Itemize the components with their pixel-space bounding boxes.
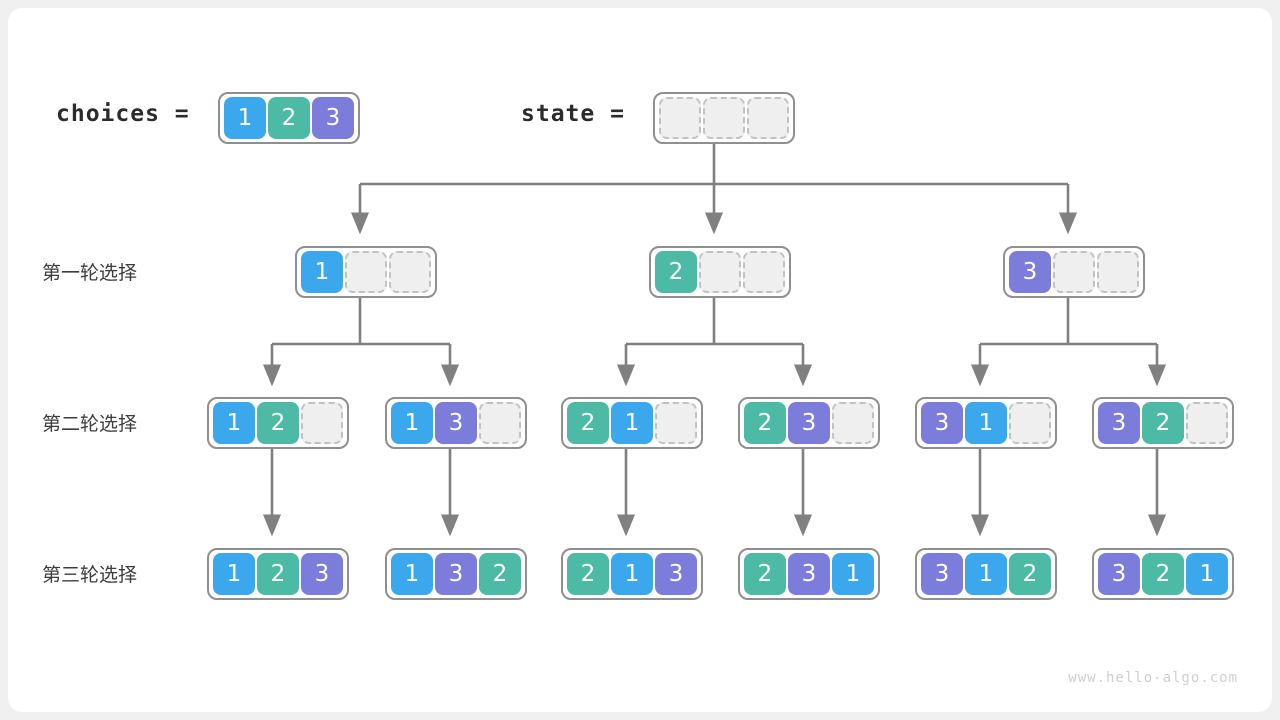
level2-node3-cell-1: 1 [611, 402, 653, 444]
level3-node5-cell-1: 1 [965, 553, 1007, 595]
level2-node2-cell-empty [479, 402, 521, 444]
node-level1-1: 1 [295, 246, 437, 298]
node-level1-2: 2 [649, 246, 791, 298]
level3-node5-cell-2: 2 [1009, 553, 1051, 595]
level2-node4-cell-3: 3 [788, 402, 830, 444]
level1-node3-cell-empty [1097, 251, 1139, 293]
level3-node4-cell-1: 1 [832, 553, 874, 595]
level2-node2-cell-1: 1 [391, 402, 433, 444]
row-label-round-3: 第三轮选择 [42, 564, 138, 586]
level2-node1-cell-empty [301, 402, 343, 444]
watermark: www.hello-algo.com [1068, 670, 1238, 686]
level3-node3-cell-1: 1 [611, 553, 653, 595]
choices-cell-3: 3 [312, 97, 354, 139]
level3-node6-cell-3: 3 [1098, 553, 1140, 595]
level1-node1-cell-1: 1 [301, 251, 343, 293]
state-label: state = [521, 101, 625, 127]
level3-node2-cell-1: 1 [391, 553, 433, 595]
level1-node1-cell-empty [389, 251, 431, 293]
level2-node6-cell-empty [1186, 402, 1228, 444]
row-label-round-1: 第一轮选择 [42, 262, 138, 284]
level2-node6-cell-2: 2 [1142, 402, 1184, 444]
level1-node2-cell-empty [699, 251, 741, 293]
level2-node2-cell-3: 3 [435, 402, 477, 444]
level2-node6-cell-3: 3 [1098, 402, 1140, 444]
level1-node2-cell-2: 2 [655, 251, 697, 293]
level1-node2-cell-empty [743, 251, 785, 293]
state-array [653, 92, 795, 144]
level2-node4-cell-empty [832, 402, 874, 444]
level3-node6-cell-2: 2 [1142, 553, 1184, 595]
choices-label: choices = [56, 101, 190, 127]
level2-node5-cell-empty [1009, 402, 1051, 444]
level2-node1-cell-2: 2 [257, 402, 299, 444]
level3-node5-cell-3: 3 [921, 553, 963, 595]
level3-node1-cell-1: 1 [213, 553, 255, 595]
level3-node1-cell-2: 2 [257, 553, 299, 595]
level2-node3-cell-empty [655, 402, 697, 444]
level3-node1-cell-3: 3 [301, 553, 343, 595]
level2-node5-cell-1: 1 [965, 402, 1007, 444]
choices-cell-1: 1 [224, 97, 266, 139]
state-cell-empty [747, 97, 789, 139]
level3-node2-cell-3: 3 [435, 553, 477, 595]
row-label-round-2: 第二轮选择 [42, 413, 138, 435]
level3-node3-cell-2: 2 [567, 553, 609, 595]
tree-connectors [262, 136, 1167, 537]
state-cell-empty [659, 97, 701, 139]
state-cell-empty [703, 97, 745, 139]
level3-node3-cell-3: 3 [655, 553, 697, 595]
level3-node4-cell-3: 3 [788, 553, 830, 595]
node-level1-3: 3 [1003, 246, 1145, 298]
level2-node3-cell-2: 2 [567, 402, 609, 444]
level3-node4-cell-2: 2 [744, 553, 786, 595]
level3-node2-cell-2: 2 [479, 553, 521, 595]
level1-node3-cell-empty [1053, 251, 1095, 293]
level2-node1-cell-1: 1 [213, 402, 255, 444]
level1-node1-cell-empty [345, 251, 387, 293]
level2-node5-cell-3: 3 [921, 402, 963, 444]
level2-node4-cell-2: 2 [744, 402, 786, 444]
level1-node3-cell-3: 3 [1009, 251, 1051, 293]
choices-cell-2: 2 [268, 97, 310, 139]
level3-node6-cell-1: 1 [1186, 553, 1228, 595]
